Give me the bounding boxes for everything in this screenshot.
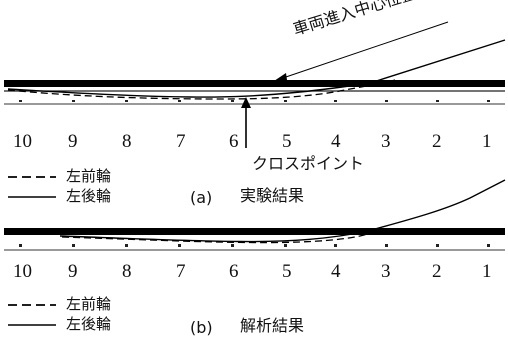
panel-b-number-1: 1 xyxy=(482,261,492,282)
panel-b-number-5: 5 xyxy=(282,261,292,282)
panel-b-number-8: 8 xyxy=(122,261,132,282)
panel-a-number-2: 2 xyxy=(432,131,442,152)
panel-a-crosspoint-arrowhead xyxy=(241,97,251,108)
panel-a-legend-rear-label: 左後輪 xyxy=(66,187,112,205)
panel-b-road-band xyxy=(4,228,505,235)
panel-a-number-1: 1 xyxy=(482,131,492,152)
panel-b-number-4: 4 xyxy=(331,261,341,282)
panel-a-number-3: 3 xyxy=(381,131,391,152)
panel-b-front-wheel-track xyxy=(61,232,373,244)
panel-b-number-6: 6 xyxy=(229,261,239,282)
panel-b-legend-front-label: 左前輪 xyxy=(66,295,112,313)
panel-a-tick-marks xyxy=(19,100,490,102)
panel-a-number-5: 5 xyxy=(282,131,292,152)
panel-b-number-10: 10 xyxy=(13,261,32,282)
panel-a-entry-center-arrowhead xyxy=(274,73,287,81)
panel-b-number-3: 3 xyxy=(381,261,391,282)
panel-b-rear-wheel-track xyxy=(59,179,506,243)
panel-a-number-4: 4 xyxy=(331,131,341,152)
panel-a-entry-center-line xyxy=(279,21,449,80)
panel-b-caption-label: (b) xyxy=(190,318,213,337)
panel-a-crosspoint-label: クロスポイント xyxy=(252,154,365,173)
panel-a-road-band xyxy=(4,80,505,87)
panel-b-number-7: 7 xyxy=(176,261,186,282)
panel-a-caption-text: 実験結果 xyxy=(240,186,305,205)
panel-a-caption-label: (a) xyxy=(190,188,213,207)
panel-b-lines xyxy=(4,179,506,326)
panel-a-number-8: 8 xyxy=(122,131,132,152)
panel-b-legend-rear-label: 左後輪 xyxy=(66,315,112,333)
panel-a-rear-wheel-track xyxy=(7,39,506,98)
panel-a-front-wheel-track xyxy=(7,79,396,100)
panel-b-tick-marks xyxy=(19,244,490,247)
panel-a-number-9: 9 xyxy=(68,131,78,152)
panel-a-lines xyxy=(4,21,506,198)
panel-a-number-7: 7 xyxy=(176,131,186,152)
panel-b-caption-text: 解析結果 xyxy=(240,316,305,335)
panel-a-number-10: 10 xyxy=(13,131,32,152)
panel-a-number-6: 6 xyxy=(229,131,239,152)
panel-a-legend-front-label: 左前輪 xyxy=(66,167,112,185)
panel-b-number-2: 2 xyxy=(432,261,442,282)
panel-b-number-9: 9 xyxy=(68,261,78,282)
